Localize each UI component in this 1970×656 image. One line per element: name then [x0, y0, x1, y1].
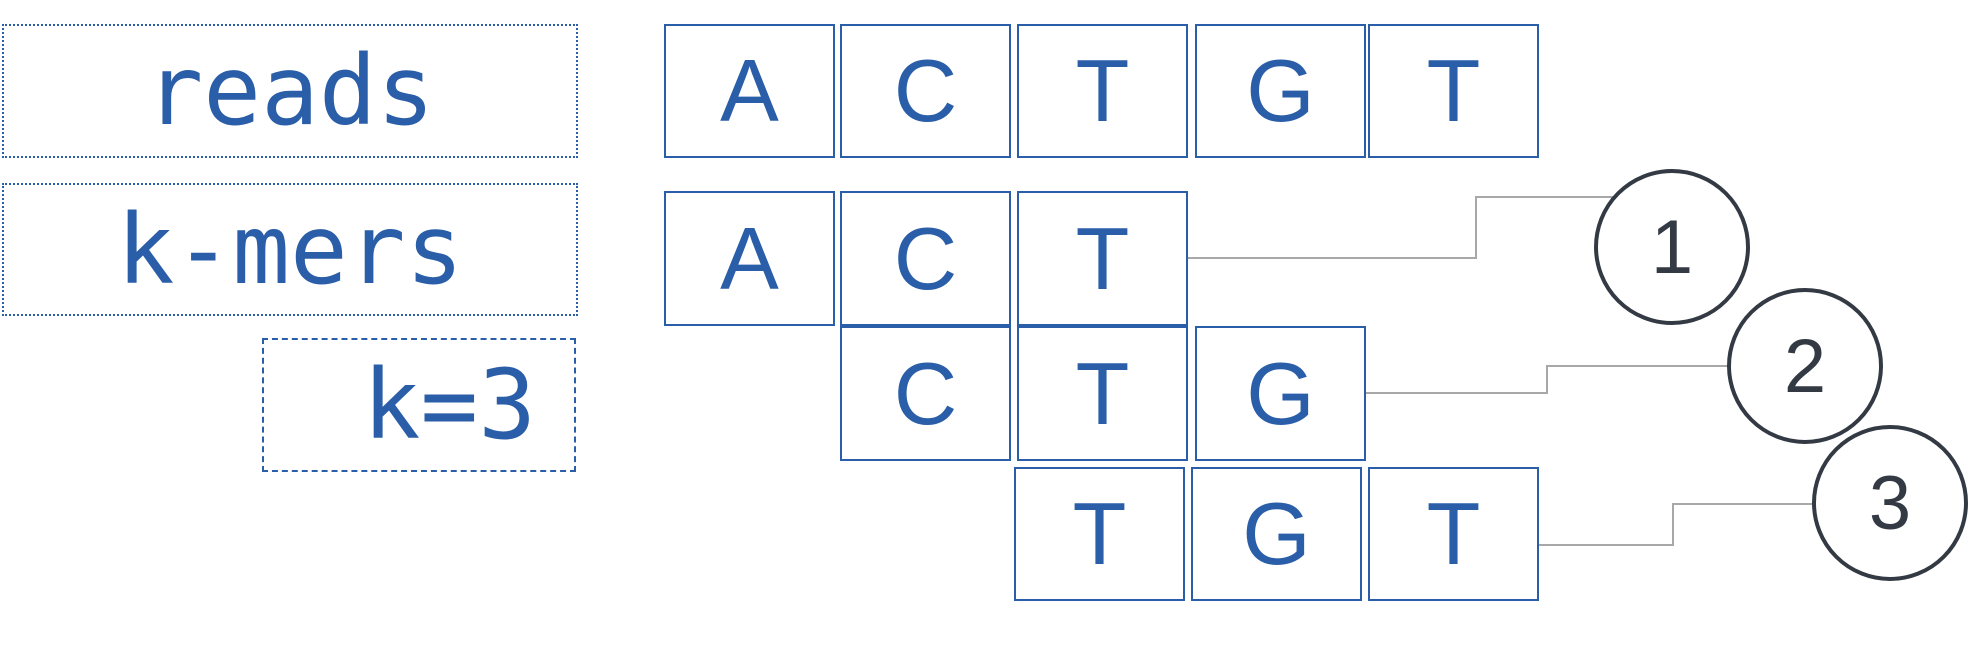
connector-line-2 [1366, 365, 1732, 394]
connector-line-3 [1536, 503, 1812, 546]
kmer-index-1-text: 1 [1650, 204, 1694, 290]
read-base: C [840, 24, 1011, 158]
reads-label-text: reads [145, 35, 435, 147]
kmer-base: T [1017, 326, 1188, 461]
reads-label: reads [2, 24, 578, 158]
kmers-label: k-mers [2, 183, 578, 316]
read-base: G [1195, 24, 1366, 158]
read-base: A [664, 24, 835, 158]
kmer-base: A [664, 191, 835, 326]
k-value-text: k=3 [362, 349, 536, 461]
kmer-index-3-text: 3 [1868, 460, 1912, 546]
connector-line-1 [1188, 196, 1618, 259]
kmer-base: C [840, 191, 1011, 326]
kmer-index-2: 2 [1727, 288, 1883, 444]
kmer-index-1: 1 [1594, 169, 1750, 325]
kmer-base: T [1017, 191, 1188, 326]
kmers-label-text: k-mers [116, 193, 464, 306]
kmer-base: G [1195, 326, 1366, 461]
kmer-base: T [1014, 467, 1185, 601]
k-value-label: k=3 [262, 338, 576, 472]
kmer-index-2-text: 2 [1783, 323, 1827, 409]
read-base: T [1017, 24, 1188, 158]
kmer-base: T [1368, 467, 1539, 601]
read-base: T [1368, 24, 1539, 158]
kmer-base: G [1191, 467, 1362, 601]
kmer-index-3: 3 [1812, 425, 1968, 581]
kmer-base: C [840, 326, 1011, 461]
